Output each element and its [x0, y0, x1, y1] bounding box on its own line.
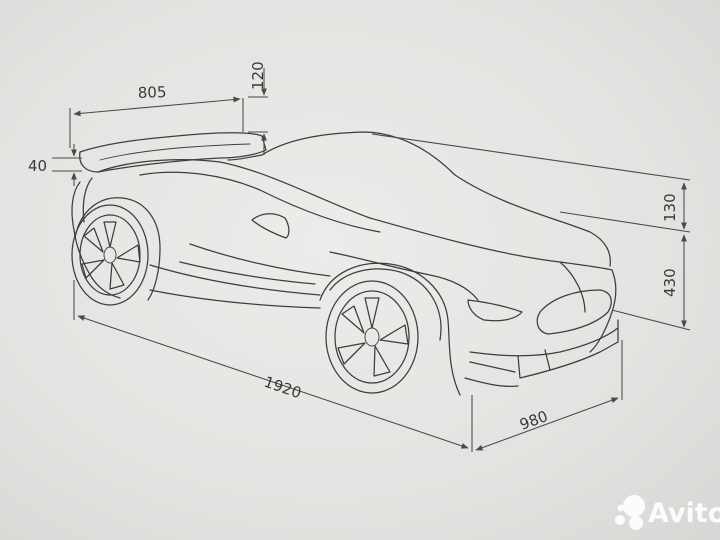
dim-roof-height: 130	[661, 193, 679, 222]
avito-watermark: Avito	[615, 495, 720, 530]
rear-wheel	[71, 204, 149, 306]
dim-spoiler-height: 120	[249, 61, 267, 90]
avito-brand-text: Avito	[648, 498, 720, 529]
dim-spoiler-length: 805	[138, 83, 167, 102]
rear-spoiler	[79, 132, 267, 173]
dim-total-width: 980	[517, 407, 550, 434]
dim-spoiler-thickness: 40	[28, 157, 47, 175]
avito-logo-icon	[615, 495, 645, 530]
dim-body-height: 430	[661, 268, 679, 297]
car-body	[71, 131, 619, 396]
dimension-lines	[52, 68, 691, 452]
dimension-labels: 805 120 40 130 430 1920 980	[28, 61, 679, 433]
dim-total-length: 1920	[262, 373, 304, 402]
front-wheel	[325, 280, 419, 394]
